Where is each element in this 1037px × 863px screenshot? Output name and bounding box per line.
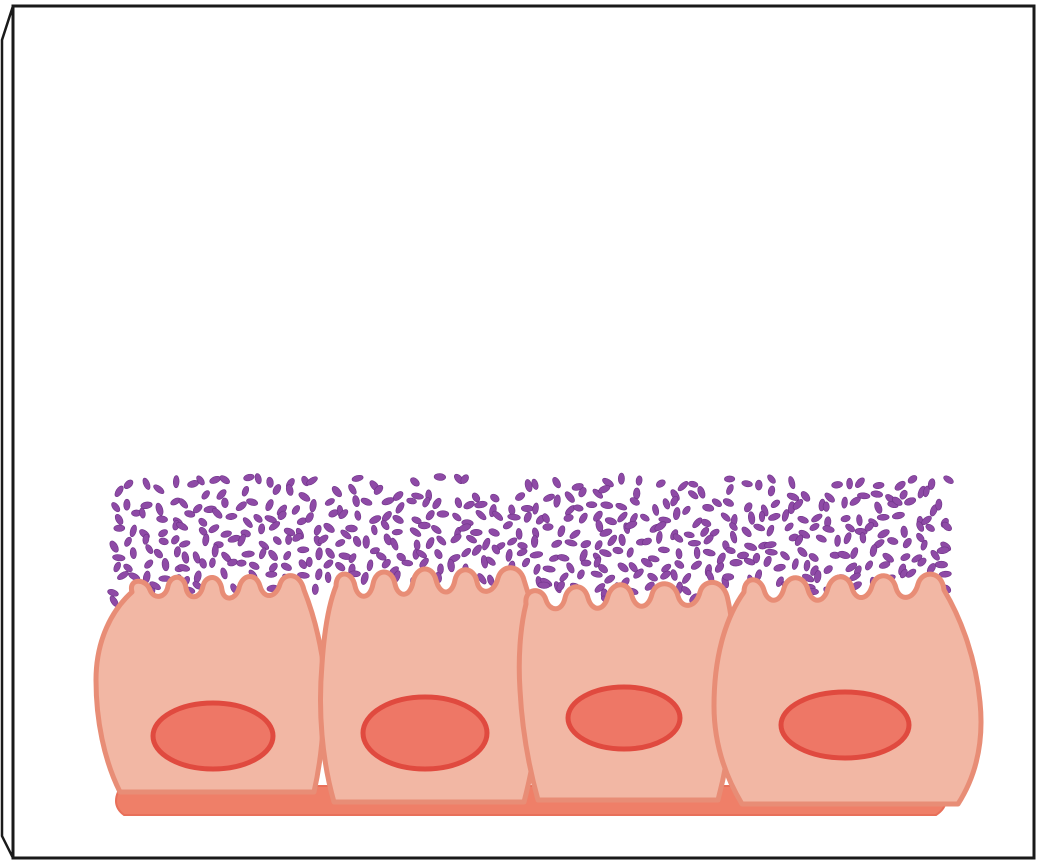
bacterium <box>755 480 762 490</box>
bacterium <box>114 525 125 532</box>
bacterium <box>730 559 743 566</box>
bacterium <box>724 476 735 482</box>
bacterium <box>418 522 430 529</box>
bacterium <box>414 540 421 551</box>
bacterium <box>306 557 312 567</box>
bacterium <box>297 547 309 553</box>
bacterium <box>285 535 292 545</box>
bacterium <box>266 571 277 577</box>
bacterium <box>363 536 370 549</box>
bacterium <box>658 547 670 554</box>
bacterium <box>823 502 830 512</box>
cell-body-4 <box>714 574 981 804</box>
bacterium <box>124 499 131 510</box>
bacterium <box>470 529 482 535</box>
bacterium <box>935 561 948 568</box>
bacterium <box>688 540 700 546</box>
nucleus-3 <box>568 687 680 749</box>
epithelial-cell-layer <box>96 568 981 804</box>
bacterium <box>236 560 246 567</box>
epithelial-cell-2 <box>321 568 541 802</box>
bacterium <box>834 535 841 547</box>
nucleus-4 <box>781 692 909 758</box>
bacterium <box>618 473 624 484</box>
bacterium <box>538 582 550 589</box>
bacterium <box>847 478 853 489</box>
bacterium <box>325 572 332 583</box>
bacterium <box>581 560 591 567</box>
bacterium <box>694 547 700 559</box>
epithelial-cell-4 <box>714 574 981 804</box>
bacterium <box>586 502 597 508</box>
bacterium <box>437 511 449 518</box>
bacterium <box>531 535 538 547</box>
bacterium <box>759 511 765 522</box>
epithelial-cell-1 <box>96 576 324 792</box>
nucleus-1 <box>153 703 273 769</box>
bacterium <box>877 514 889 521</box>
bacterium <box>521 505 533 512</box>
bacterium <box>312 584 319 595</box>
bacterium <box>723 574 734 581</box>
bacterium <box>173 476 179 488</box>
epithelial-cell-3 <box>519 582 735 800</box>
nucleus-2 <box>363 697 487 769</box>
